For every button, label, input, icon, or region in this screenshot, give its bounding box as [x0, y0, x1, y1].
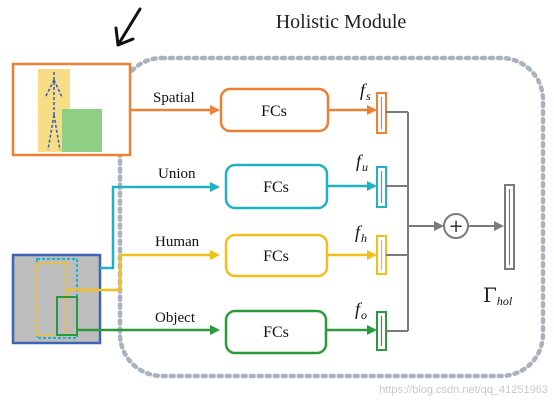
union-label: Union	[158, 166, 196, 182]
human-branch: Human FCs fh	[67, 222, 387, 292]
object-label: Object	[155, 310, 196, 326]
union-feature-symbol: fu	[356, 151, 368, 174]
output-symbol: Γhol	[483, 283, 513, 308]
union-branch: Union FCs fu	[100, 151, 387, 270]
pointer-arrow-icon	[114, 7, 142, 47]
human-feature-symbol: fh	[355, 222, 367, 245]
watermark-text: https://blog.csdn.net/qq_41251963	[379, 384, 548, 396]
spatial-fc-label: FCs	[261, 103, 287, 120]
merge-connectors	[386, 111, 436, 332]
object-fc-label: FCs	[263, 324, 289, 341]
output-vector	[504, 184, 515, 270]
union-fc-label: FCs	[263, 179, 289, 196]
diagram-title: Holistic Module	[276, 11, 407, 33]
human-label: Human	[155, 234, 200, 250]
module-boundary	[117, 55, 546, 379]
human-fc-label: FCs	[263, 248, 289, 265]
spatial-feature-symbol: fs	[360, 80, 371, 103]
spatial-branch: Spatial FCs fs	[130, 80, 387, 134]
plus-icon: +	[448, 216, 463, 237]
scene-input-image	[11, 253, 102, 345]
spatial-input-image	[11, 62, 132, 157]
object-branch: Object FCs fo	[77, 299, 387, 355]
object-feature-symbol: fo	[355, 299, 367, 322]
sum-node: +	[443, 213, 469, 239]
object-fc-box	[224, 309, 328, 355]
spatial-label: Spatial	[153, 90, 195, 106]
